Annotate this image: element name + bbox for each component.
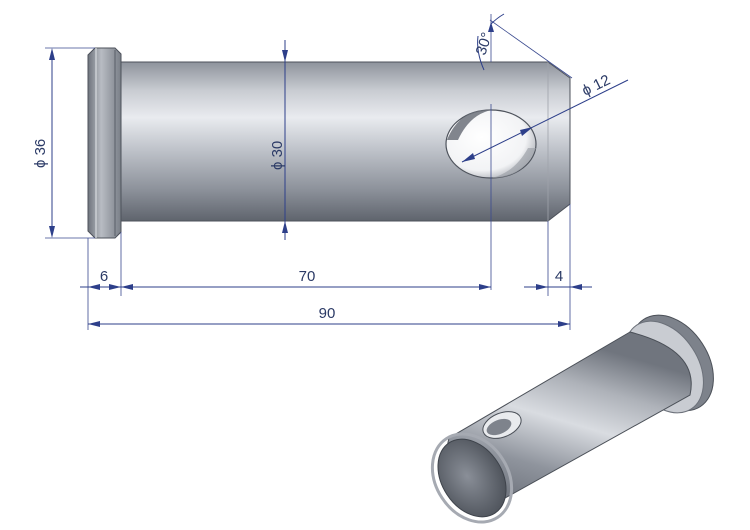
dim-head-diameter: ϕ 36 (32, 47, 95, 239)
dim-shaft-diameter: ϕ 30 (269, 40, 288, 240)
dim-row-lengths: 6 70 4 90 (80, 204, 592, 330)
dim-head-length-label: 6 (100, 268, 108, 285)
dim-total-length-label: 90 (319, 305, 336, 322)
dim-chamfer-angle: 30° (473, 13, 573, 79)
pin-isometric-view (430, 314, 714, 524)
pin-front-view (87, 47, 571, 290)
iso-end-face (437, 438, 507, 518)
dim-head-diameter-label: ϕ 36 (32, 139, 49, 168)
dim-hole-position-label: 70 (299, 268, 316, 285)
pin-head (87, 47, 122, 239)
dim-chamfer-angle-label: 30° (473, 30, 496, 57)
dim-chamfer-length-label: 4 (555, 268, 563, 285)
dim-shaft-diameter-label: ϕ 30 (269, 141, 286, 170)
